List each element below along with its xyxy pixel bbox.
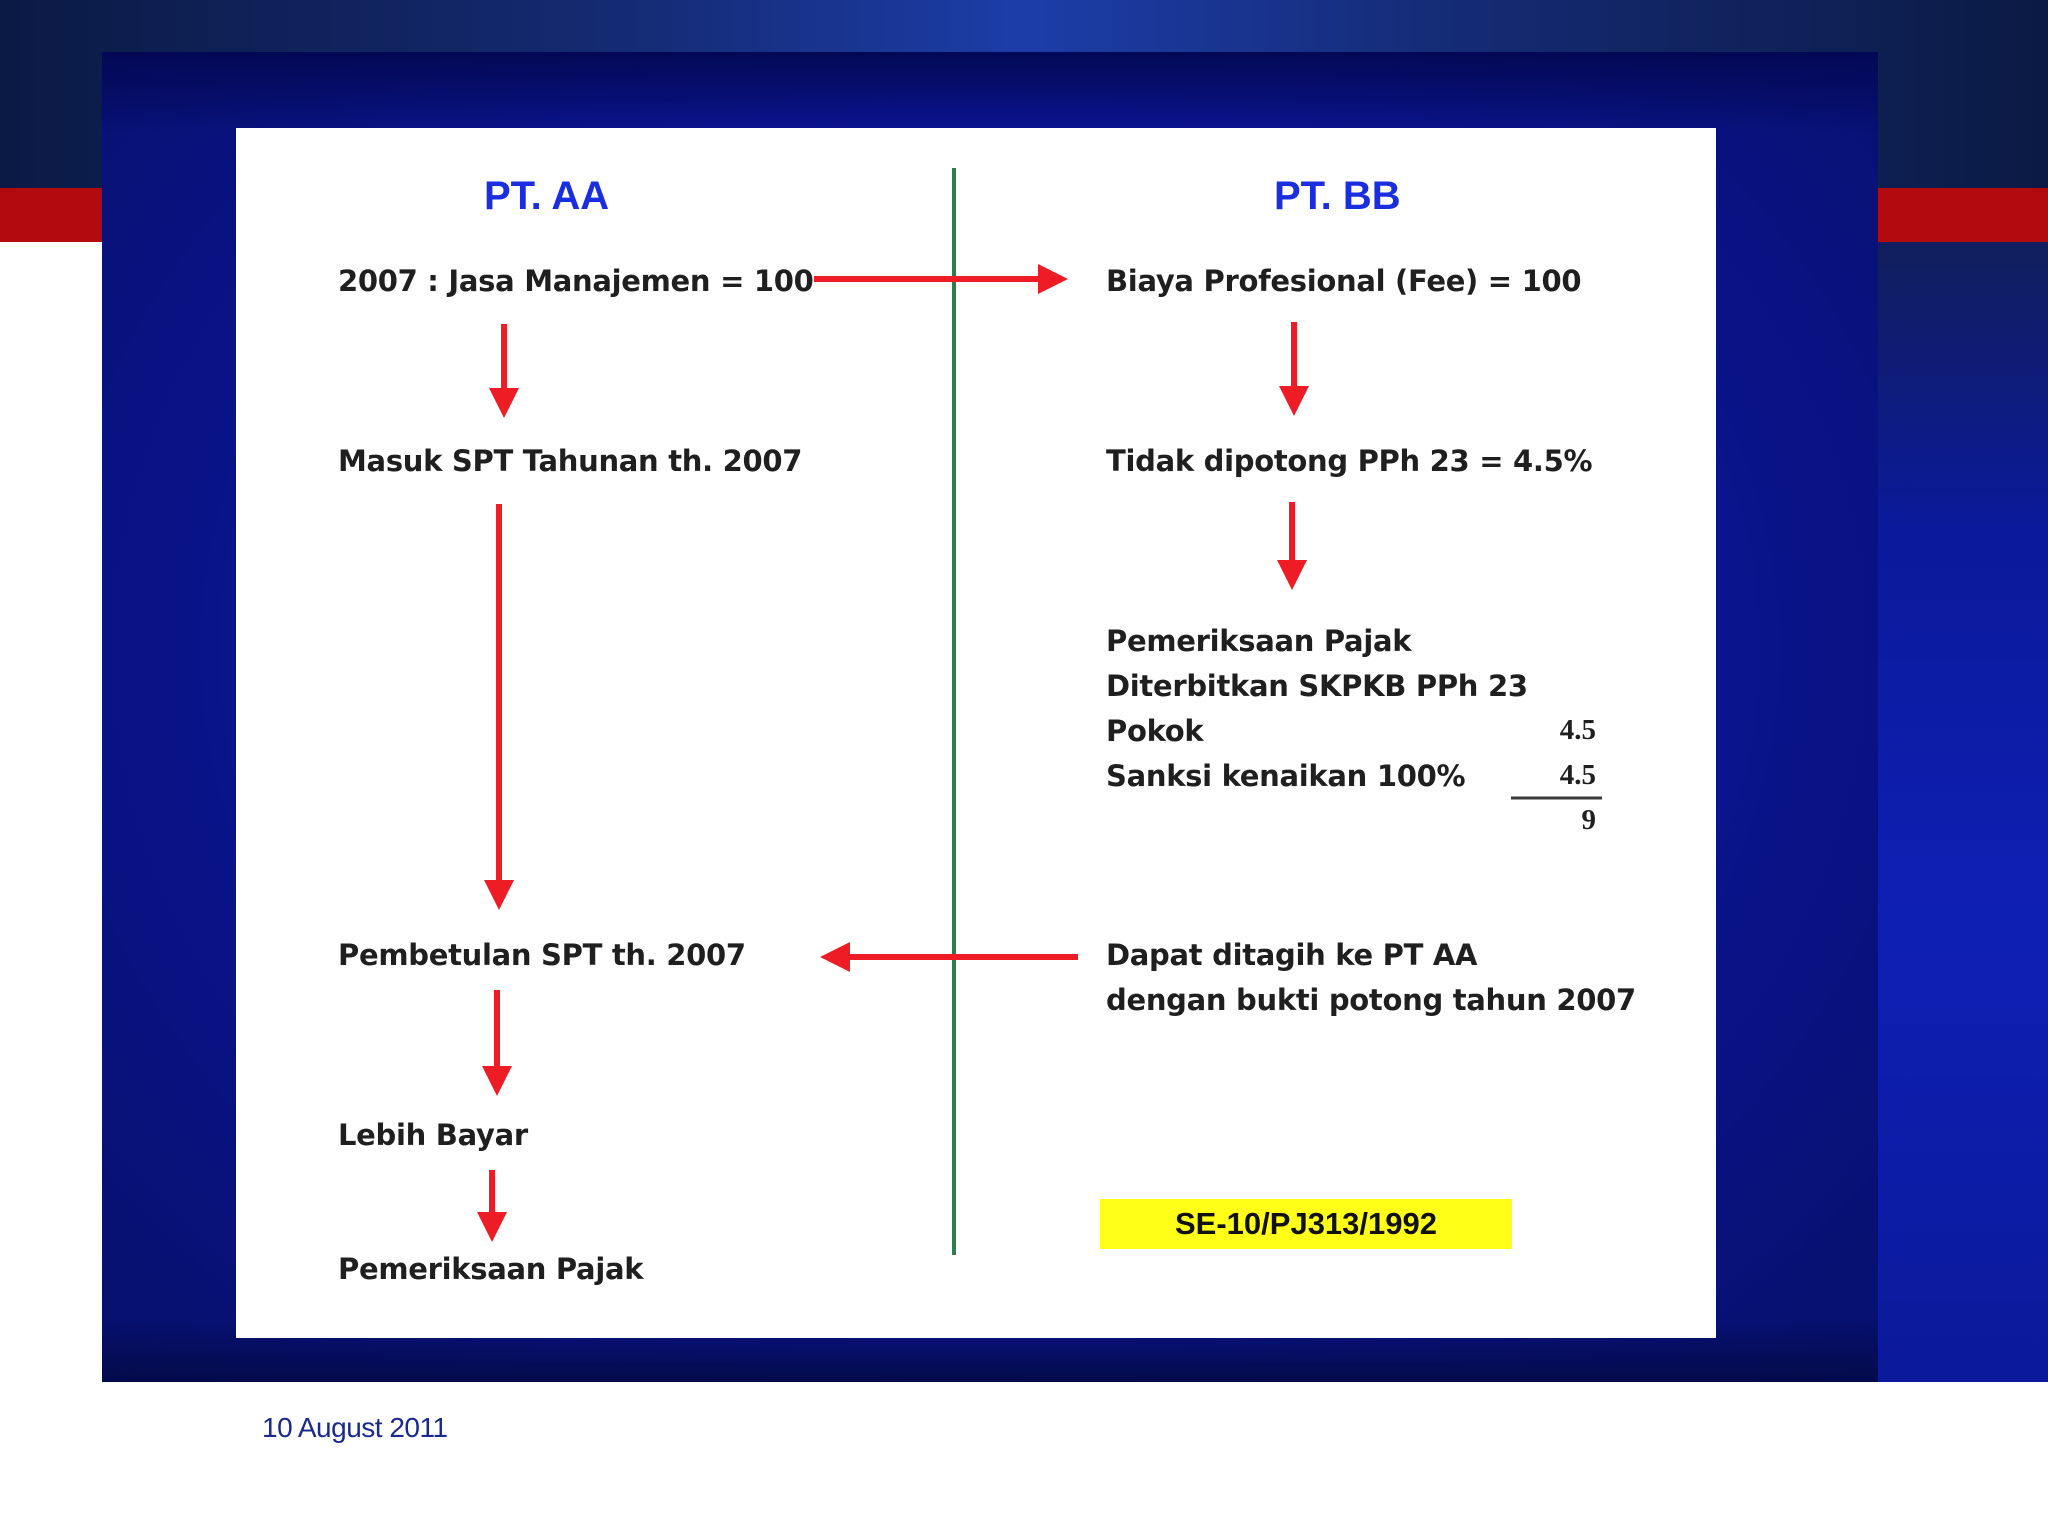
left-step-pemeriksaan-pajak: Pemeriksaan Pajak: [338, 1252, 644, 1286]
right-audit-total-value: 9: [1581, 804, 1597, 836]
footer-date: 10 August 2011: [262, 1412, 448, 1443]
right-step-biaya-profesional: Biaya Profesional (Fee) = 100: [1106, 264, 1582, 298]
right-audit-sanksi-label: Sanksi kenaikan 100%: [1106, 759, 1466, 793]
right-audit-pokok-value: 4.5: [1559, 714, 1596, 746]
right-claim-line2: dengan bukti potong tahun 2007: [1106, 983, 1636, 1017]
left-step-jasa-manajemen: 2007 : Jasa Manajemen = 100: [338, 264, 814, 298]
right-blue-strip: [1876, 242, 2048, 1382]
reference-badge: SE-10/PJ313/1992: [1100, 1199, 1512, 1249]
right-claim-line1: Dapat ditagih ke PT AA: [1106, 938, 1478, 972]
left-step-masuk-spt: Masuk SPT Tahunan th. 2007: [338, 444, 803, 478]
right-audit-line1: Pemeriksaan Pajak: [1106, 624, 1412, 658]
red-accent-stripe-right: [1876, 188, 2048, 242]
diagram-card: PT. AA PT. BB 2007 : Jasa Manajemen = 10…: [236, 128, 1716, 1338]
right-audit-pokok-label: Pokok: [1106, 714, 1204, 748]
right-column-heading: PT. BB: [1274, 174, 1401, 218]
red-accent-stripe-left: [0, 188, 104, 242]
right-audit-line2: Diterbitkan SKPKB PPh 23: [1106, 669, 1528, 703]
right-audit-sanksi-value: 4.5: [1559, 759, 1596, 791]
left-step-lebih-bayar: Lebih Bayar: [338, 1118, 528, 1152]
right-step-tidak-dipotong: Tidak dipotong PPh 23 = 4.5%: [1106, 444, 1593, 478]
panel-top-shade: [102, 52, 1878, 132]
left-step-pembetulan-spt: Pembetulan SPT th. 2007: [338, 938, 746, 972]
left-column-heading: PT. AA: [484, 174, 610, 218]
